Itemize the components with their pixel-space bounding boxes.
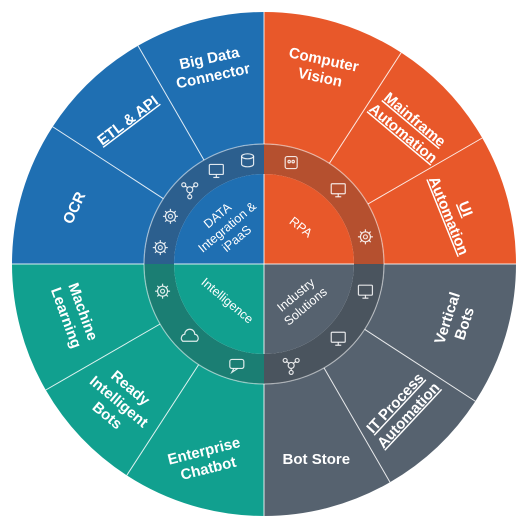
segment-divider bbox=[137, 45, 205, 161]
ring-industry bbox=[264, 264, 384, 384]
outer-segments bbox=[12, 12, 516, 516]
gear-icon bbox=[152, 240, 168, 256]
segment-divider bbox=[364, 328, 476, 402]
settings-icon bbox=[162, 208, 178, 224]
segment-divider bbox=[126, 364, 200, 476]
network-icon bbox=[181, 182, 199, 200]
segment-divider bbox=[323, 367, 391, 483]
segment-label: Bot Store bbox=[283, 451, 351, 468]
machine-icon bbox=[357, 284, 374, 299]
segment-ocr bbox=[12, 126, 164, 264]
brain-icon bbox=[180, 328, 199, 342]
gear-box-icon bbox=[357, 229, 373, 245]
user-screen-icon bbox=[330, 331, 346, 346]
inner-quadrants bbox=[174, 174, 354, 354]
chart-monitor-icon bbox=[208, 163, 224, 179]
segment-divider bbox=[328, 52, 402, 164]
quadrant-industry bbox=[264, 264, 354, 354]
segment-vertical-bots bbox=[364, 264, 516, 402]
segment-computer-vision bbox=[264, 12, 402, 164]
segment-divider bbox=[367, 137, 483, 205]
segment-divider bbox=[45, 323, 161, 391]
robot-icon bbox=[284, 155, 298, 170]
segment-big-data-connector bbox=[138, 12, 264, 161]
database-icon bbox=[240, 153, 255, 168]
quadrant-rpa bbox=[264, 174, 354, 264]
segment-ready-intelligent-bots bbox=[45, 324, 199, 476]
monitor-icon bbox=[330, 183, 346, 198]
ring-outline bbox=[143, 143, 385, 385]
segment-etl-api bbox=[52, 45, 205, 199]
segment-divider bbox=[52, 126, 164, 200]
process-icon bbox=[282, 357, 300, 376]
ring-intelligence bbox=[144, 264, 264, 384]
segment-bot-store bbox=[264, 367, 390, 516]
ring-data bbox=[144, 144, 264, 264]
segment-mainframe-automation bbox=[329, 52, 483, 205]
quadrant-intelligence bbox=[174, 264, 264, 354]
segment-it-process-automation bbox=[324, 329, 476, 483]
segment-ui-automation bbox=[367, 138, 516, 264]
segment-enterprise-chatbot bbox=[126, 364, 264, 516]
quadrant-data bbox=[174, 174, 264, 264]
ring-rpa bbox=[264, 144, 384, 264]
cloud-gear-icon bbox=[155, 283, 171, 299]
icon-ring bbox=[143, 143, 385, 385]
segment-machine-learning bbox=[12, 264, 161, 390]
chat-icon bbox=[229, 358, 245, 375]
